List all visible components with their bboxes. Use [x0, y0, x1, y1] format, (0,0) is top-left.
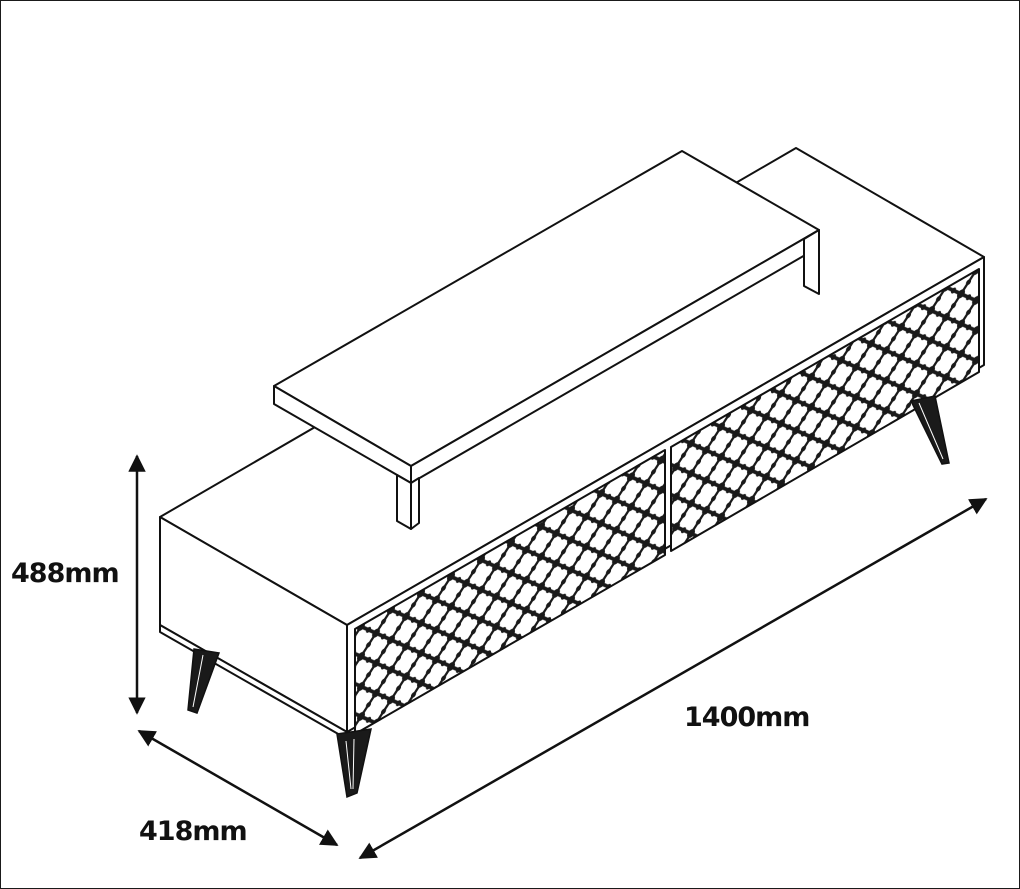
length-label: 1400mm — [684, 702, 810, 733]
shelf-support-left — [396, 474, 412, 530]
leg-back-left — [187, 648, 221, 714]
depth-label: 418mm — [139, 816, 248, 847]
height-label: 488mm — [11, 558, 120, 589]
shelf-support-left-front — [410, 477, 420, 530]
depth-dimension-arrow — [137, 729, 339, 847]
length-dimension-arrow — [358, 497, 988, 860]
leg-front-right — [909, 395, 950, 465]
shelf-support-right — [803, 229, 820, 295]
